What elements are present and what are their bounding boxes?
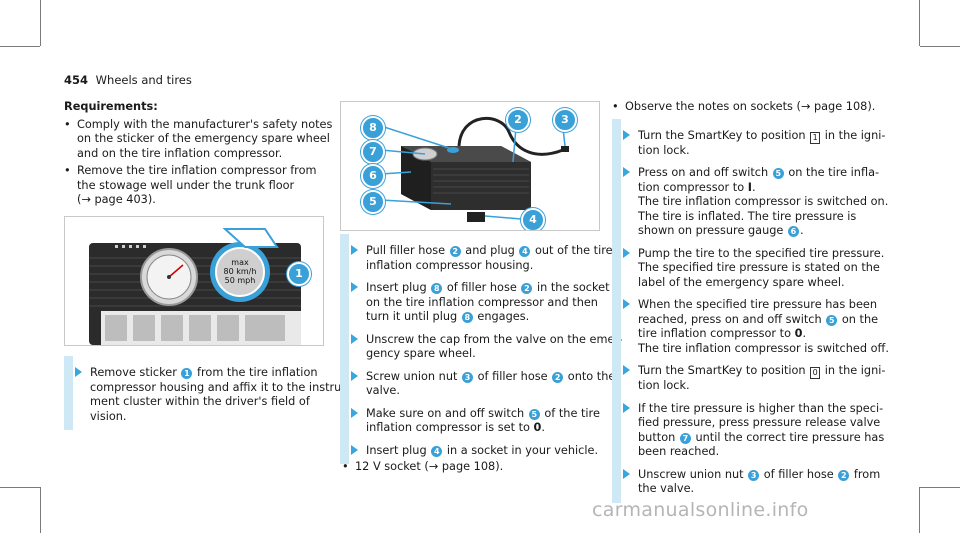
arrow-icon: [351, 370, 358, 381]
crop-mark: [40, 487, 41, 533]
instruction-step: Pump the tire to the specified tire pres…: [612, 236, 908, 296]
arrow-icon: [623, 167, 630, 177]
crop-mark: [919, 0, 920, 46]
instruction-step: Insert plug 4 in a socket in your vehicl…: [340, 433, 602, 464]
page-header: 454 Wheels and tires: [64, 73, 192, 88]
instruction-step: Press on and off switch 5 on the tire in…: [612, 156, 908, 245]
figure-callout-7: 7: [361, 140, 385, 164]
arrow-icon: [351, 444, 358, 455]
list-item: Comply with the manufacturer's safety no…: [64, 118, 332, 162]
gauge-label: max 80 km/h 50 mph: [223, 258, 257, 285]
crop-mark: [919, 487, 920, 533]
arrow-icon: [623, 402, 630, 413]
page-number: 454: [64, 73, 89, 87]
arrow-icon: [623, 247, 630, 258]
arrow-icon: [351, 407, 358, 418]
figure-callout-6: 6: [361, 164, 385, 188]
instruction-step: If the tire pressure is higher than the …: [612, 391, 908, 466]
instruction-step: Pull filler hose 2 and plug 4 out of the…: [340, 234, 613, 279]
instruction-step: Turn the SmartKey to position 1 in the i…: [612, 118, 908, 164]
instruction-step: Make sure on and off switch 5 of the tir…: [340, 396, 602, 442]
figure-callout-5: 5: [361, 190, 385, 214]
arrow-icon: [623, 299, 630, 309]
instruction-step: Unscrew union nut 3 of filler hose 2 fro…: [612, 457, 908, 503]
requirements-heading: Requirements:: [64, 100, 158, 113]
arrow-icon: [623, 468, 630, 479]
instruction-step: Remove sticker 1 from the tire inflation…: [64, 356, 345, 430]
arrow-icon: [623, 129, 630, 140]
list-item: Observe the notes on sockets (→ page 108…: [612, 100, 908, 115]
list-item: 12 V socket (→ page 108).: [342, 460, 602, 475]
compressor-hose-illustration: [380, 116, 569, 222]
figure-callout-3: 3: [553, 108, 577, 132]
compressor-illustration: [89, 228, 301, 345]
column-3: Observe the notes on sockets (→ page 108…: [612, 100, 908, 505]
crop-mark: [0, 46, 40, 47]
instruction-step: Insert plug 8 of filler hose 2 in the so…: [340, 271, 610, 331]
instruction-step: Unscrew the cap from the valve on the em…: [340, 322, 622, 368]
key-position-icon: 0: [810, 367, 821, 379]
arrow-icon: [351, 333, 358, 344]
crop-mark: [920, 487, 960, 488]
arrow-icon: [351, 245, 358, 255]
watermark: carmanualsonline.info: [592, 499, 809, 521]
figure-callout-2: 2: [506, 108, 530, 132]
column-2-steps: Pull filler hose 2 and plug 4 out of the…: [340, 234, 622, 478]
key-position-icon: 1: [810, 131, 821, 144]
list-item: Remove the tire inflation compressor fro…: [64, 164, 326, 208]
instruction-step: Turn the SmartKey to position 0 in the i…: [612, 354, 908, 400]
figure-callout-4: 4: [521, 208, 545, 230]
crop-mark: [40, 0, 41, 46]
column-1: Requirements: Comply with the manufactur…: [64, 100, 332, 211]
instruction-step: When the specified tire pressure has bee…: [612, 288, 908, 362]
arrow-icon: [623, 365, 630, 375]
instruction-step: Screw union nut 3 of filler hose 2 onto …: [340, 359, 615, 405]
arrow-icon: [351, 282, 358, 292]
compressor-hose-figure: 8 7 6 5 2 3 4: [340, 101, 600, 231]
crop-mark: [0, 487, 40, 488]
compressor-sticker-figure: max 80 km/h 50 mph 1: [64, 216, 324, 346]
figure-callout-8: 8: [361, 116, 385, 140]
crop-mark: [920, 46, 960, 47]
arrow-icon: [75, 367, 82, 377]
column-1-steps: Remove sticker 1 from the tire inflation…: [64, 356, 345, 432]
page-section-title: Wheels and tires: [95, 73, 192, 87]
figure-callout-1: 1: [287, 262, 311, 286]
